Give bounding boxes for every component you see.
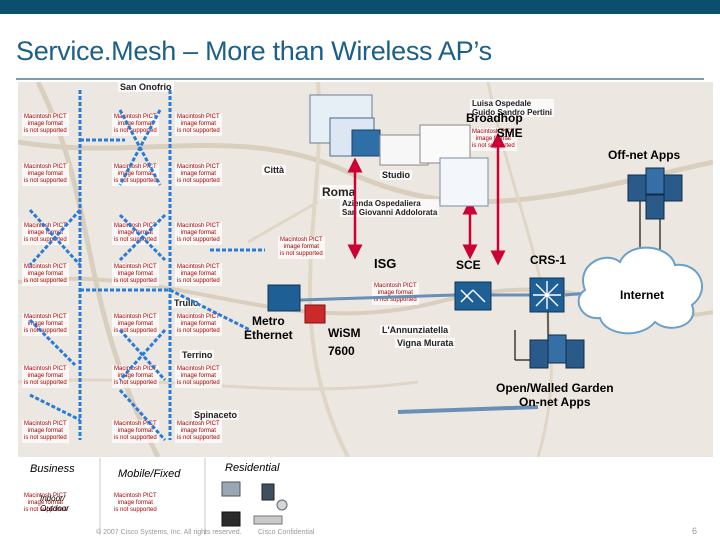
isg-label: ISG xyxy=(374,256,397,271)
sce-device xyxy=(454,281,492,311)
pict-placeholder: Macintosh PICT image format is not suppo… xyxy=(22,492,69,515)
wism-device xyxy=(304,304,326,324)
pict-placeholder: Macintosh PICT image format is not suppo… xyxy=(112,492,159,515)
place-citta: Città xyxy=(262,165,286,175)
walled-garden-label: Open/Walled Garden On-net Apps xyxy=(496,381,614,409)
onnet-servers xyxy=(529,334,585,369)
flow-arrows xyxy=(347,132,506,266)
place-terrino: Terrino xyxy=(180,350,215,360)
sce-label: SCE xyxy=(456,258,481,272)
place-trullo: Trullo xyxy=(172,298,201,308)
residential-equipment xyxy=(221,481,288,527)
pict-placeholder: Macintosh PICT image format is not suppo… xyxy=(175,222,222,245)
top-banner xyxy=(0,0,720,14)
pict-placeholder: Macintosh PICT image format is not suppo… xyxy=(175,113,222,136)
internet-label: Internet xyxy=(620,288,665,302)
place-spinaceto: Spinaceto xyxy=(192,410,240,420)
place-studio: Studio xyxy=(380,170,412,180)
wism-label: WiSM 7600 xyxy=(328,326,361,358)
pict-placeholder: Macintosh PICT image format is not suppo… xyxy=(22,365,69,388)
pict-placeholder: Macintosh PICT image format is not suppo… xyxy=(112,263,159,286)
indoor-outdoor-label: Indoor/ Outdoor xyxy=(40,494,69,513)
pict-placeholder: Macintosh PICT image format is not suppo… xyxy=(372,282,419,305)
pict-placeholder: Macintosh PICT image format is not suppo… xyxy=(175,420,222,443)
broadhop-sme-label: Broadhop SME xyxy=(466,111,523,140)
page-number: 6 xyxy=(692,526,698,536)
pict-placeholder: Macintosh PICT image format is not suppo… xyxy=(175,313,222,336)
place-ospedale: Luisa Ospedale Guido Sandro Pertini xyxy=(470,99,555,117)
place-vigna: Vigna Murata xyxy=(395,338,456,348)
pict-placeholder: Macintosh PICT image format is not suppo… xyxy=(22,420,69,443)
pict-placeholder: Macintosh PICT image format is not suppo… xyxy=(278,236,325,259)
pict-placeholder: Macintosh PICT image format is not suppo… xyxy=(22,113,69,136)
pict-placeholder: Macintosh PICT image format is not suppo… xyxy=(22,163,69,186)
mobile-fixed-label: Mobile/Fixed xyxy=(118,468,181,480)
footer-confidential: Cisco Confidential xyxy=(258,529,315,536)
pict-placeholder: Macintosh PICT image format is not suppo… xyxy=(112,365,159,388)
metro-device xyxy=(267,284,301,312)
crs1-label: CRS-1 xyxy=(530,253,567,267)
place-san-onofrio: San Onofrio xyxy=(118,82,174,92)
place-annunziatella: L'Annunziatella xyxy=(380,325,451,335)
offnet-servers xyxy=(627,167,683,220)
portal-screens xyxy=(309,94,489,207)
pict-placeholder: Macintosh PICT image format is not suppo… xyxy=(112,313,159,336)
pict-placeholder: Macintosh PICT image format is not suppo… xyxy=(22,263,69,286)
residential-label: Residential xyxy=(225,462,280,474)
pict-placeholder: Macintosh PICT image format is not suppo… xyxy=(175,263,222,286)
mesh-links xyxy=(28,90,265,442)
offnet-apps-label: Off-net Apps xyxy=(608,148,681,162)
slide-title: Service.Mesh – More than Wireless AP’s xyxy=(16,36,492,66)
business-label: Business xyxy=(30,463,75,475)
crs1-router xyxy=(529,277,565,313)
pict-placeholder: Macintosh PICT image format is not suppo… xyxy=(175,163,222,186)
footer-copyright: © 2007 Cisco Systems, Inc. All rights re… xyxy=(96,529,242,536)
pict-placeholder: Macintosh PICT image format is not suppo… xyxy=(175,365,222,388)
pict-placeholder: Macintosh PICT image format is not suppo… xyxy=(112,222,159,245)
title-rule xyxy=(16,78,704,80)
metro-ethernet-label: Metro Ethernet xyxy=(244,314,293,342)
internet-cloud xyxy=(577,246,704,335)
